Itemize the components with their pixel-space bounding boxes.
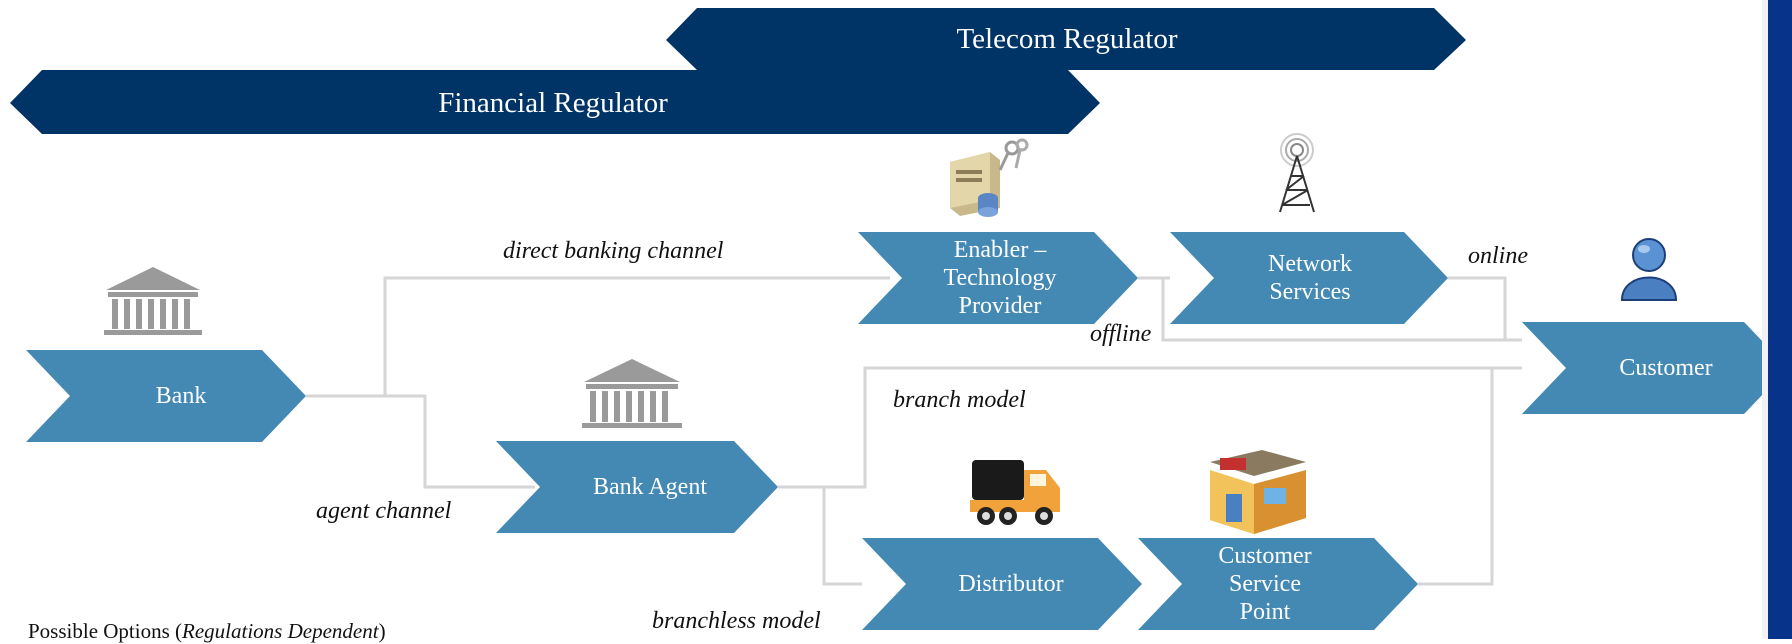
online-label: online [1468,243,1528,269]
financial-regulator-band [10,70,1100,134]
line-agent-branch [778,366,1522,489]
truck-icon [970,460,1060,525]
line-csp-to-customer [1418,368,1494,586]
branchless-model-label: branchless model [652,608,821,634]
bank-label: Bank [155,382,207,409]
offline-label: offline [1090,321,1152,347]
side-accent-light [1762,0,1768,639]
bank-building-icon [104,267,202,335]
side-accent-band [1768,0,1792,639]
line-bank-to-enabler [306,276,890,398]
telecom-regulator-label: Telecom Regulator [956,23,1178,55]
chevron-csp [1138,538,1418,630]
user-icon [1620,238,1678,301]
customer-label: Customer [1619,354,1713,381]
chevron-network [1170,232,1448,324]
distributor-label: Distributor [958,570,1064,597]
direct-banking-channel-label: direct banking channel [503,238,724,264]
enabler-label: Enabler – Technology Provider [943,237,1057,319]
chevron-enabler [858,232,1138,324]
connectors [306,276,1522,586]
line-agent-branchless [822,487,862,586]
caption-suffix: ) [378,619,386,643]
caption-emphasis: Regulations Dependent [182,619,379,643]
telecom-regulator-band [666,8,1466,70]
line-offline [1161,278,1522,342]
chevron-bank-agent [496,441,778,533]
chevron-bank [26,350,306,442]
possible-options-caption: Possible Options (Regulations Dependent) [28,619,386,644]
line-bank-to-agent [385,394,535,489]
network-services-label: Network Services [1268,251,1352,305]
caption-prefix: Possible Options ( [28,619,183,643]
shop-icon [1210,450,1306,534]
customer-service-point-label: Customer Service Point [1218,543,1312,625]
agent-channel-label: agent channel [316,498,452,524]
antenna-tower-icon [1279,133,1315,213]
branch-model-label: branch model [893,387,1026,413]
bank-building-icon [582,359,682,428]
bank-agent-label: Bank Agent [593,473,707,500]
chevrons [26,232,1788,630]
chevron-customer [1522,322,1788,414]
server-key-icon [950,138,1029,217]
financial-regulator-label: Financial Regulator [438,87,668,119]
line-online [1448,276,1507,340]
chevron-distributor [862,538,1142,630]
